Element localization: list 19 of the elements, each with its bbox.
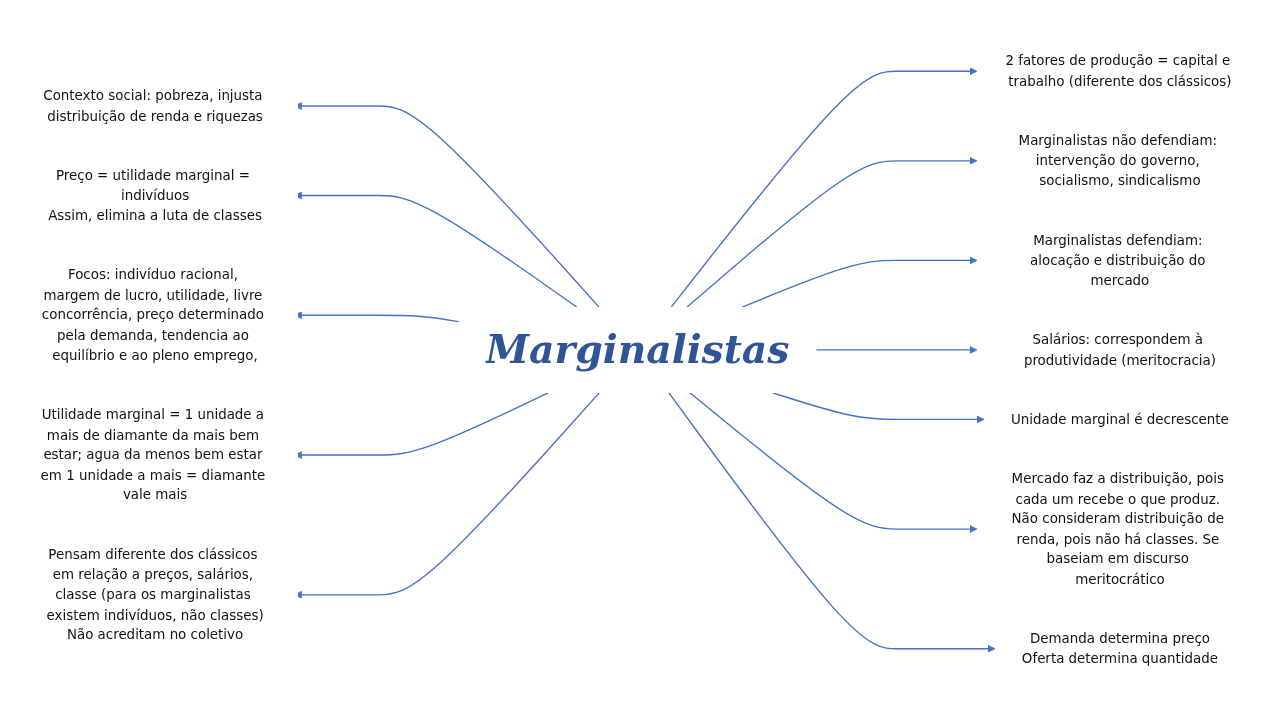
node-text: Preço = utilidade marginal = indivíduos Assim, elimina a luta de classes [48, 167, 262, 224]
node-text: Utilidade marginal = 1 unidade a mais de diamante da mais bem estar; agua da menos bem estar em 1 unidade a mais = diamante vale mais [40, 406, 266, 504]
node-text: Demanda determina preço Oferta determina quantidade [1021, 630, 1218, 667]
node-text: Contexto social: pobreza, injusta distribuição de renda e riquezas [43, 87, 263, 124]
node-text: Marginalistas não defendiam: intervenção do governo, socialismo, sindicalismo [1018, 132, 1218, 189]
arrow [670, 67, 978, 308]
node-text: Unidade marginal é decrescente [1011, 411, 1229, 428]
node-text: Mercado faz a distribuição, pois cada um recebe o que produz. Não consideram distribuição de renda, pois não há classes. Se baseiam em discurso meritocrático [1011, 470, 1225, 588]
node-text: Salários: correspondem à produtividade (meritocracia) [1023, 331, 1216, 368]
arrow [686, 156, 978, 308]
arrow [815, 346, 978, 354]
node-text: Marginalistas defendiam: alocação e distribuição do mercado [1030, 232, 1206, 289]
node-text: Pensam diferente dos clássicos em relação a preços, salários, classe (para os marginalistas existem indivíduos, não classes) Não acreditam no coletivo [46, 546, 264, 643]
arrow [741, 256, 978, 308]
arrow [689, 392, 978, 533]
arrow [668, 392, 996, 653]
arrow [772, 392, 985, 424]
node-text: Focos: indivíduo racional, margem de lucro, utilidade, livre concorrência, preço determinado pela demanda, tendencia ao equilíbrio e ao pleno emprego, [41, 266, 265, 364]
node-text: 2 fatores de produção = capital e trabalho (diferente dos clássicos) [1005, 52, 1232, 90]
